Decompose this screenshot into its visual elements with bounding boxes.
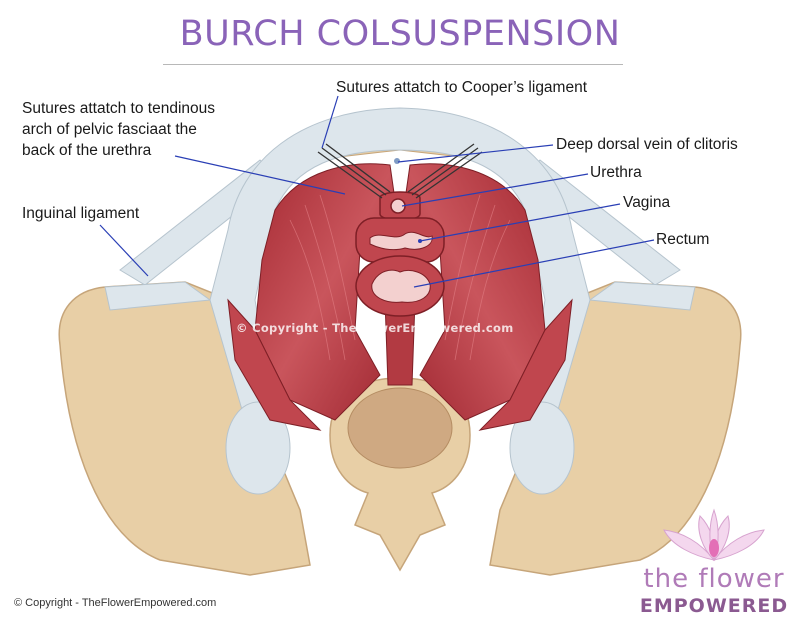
ischial-spine-right — [509, 401, 575, 495]
lotus-icon — [663, 508, 765, 562]
label-line: back of the urethra — [22, 142, 152, 159]
label-vagina: Vagina — [623, 194, 671, 211]
rectum-lumen — [371, 269, 431, 303]
deep-dorsal-vein-marker — [394, 158, 400, 164]
obturator-muscle-right — [478, 298, 573, 431]
logo-wordmark-bottom: EMPOWERED — [639, 595, 789, 617]
diagram-title: BURCH COLSUSPENSION — [179, 14, 621, 54]
leader-lines — [99, 95, 655, 288]
vagina-lumen — [369, 231, 433, 251]
copyright-watermark: © Copyright - TheFlowerEmpowered.com — [236, 321, 514, 335]
label-line: Sutures attatch to tendinous — [22, 100, 216, 117]
vagina-pointer-dot — [418, 239, 422, 243]
pelvic-bone-right — [489, 281, 742, 576]
logo-wordmark-top: the flower — [643, 564, 785, 594]
label-sutures-tendinous-arch: Sutures attatch to tendinous arch of pel… — [22, 98, 215, 161]
footer-copyright: © Copyright - TheFlowerEmpowered.com — [14, 597, 217, 609]
vertebral-body — [347, 387, 453, 469]
ischial-spine-left — [225, 401, 291, 495]
pelvic-bone-left — [58, 281, 311, 576]
obturator-muscle-left — [227, 298, 322, 431]
label-inguinal-ligament: Inguinal ligament — [22, 205, 140, 222]
label-line: arch of pelvic fasciaat the — [22, 121, 197, 138]
muscle-fiber-lines — [289, 194, 511, 361]
title-divider — [163, 64, 623, 65]
label-urethra: Urethra — [590, 164, 642, 181]
brand-logo: the flower EMPOWERED — [634, 508, 794, 618]
label-rectum: Rectum — [656, 231, 710, 248]
label-sutures-coopers-ligament: Sutures attatch to Cooper’s ligament — [336, 79, 588, 96]
sutures — [317, 143, 483, 199]
label-deep-dorsal-vein: Deep dorsal vein of clitoris — [556, 136, 738, 153]
